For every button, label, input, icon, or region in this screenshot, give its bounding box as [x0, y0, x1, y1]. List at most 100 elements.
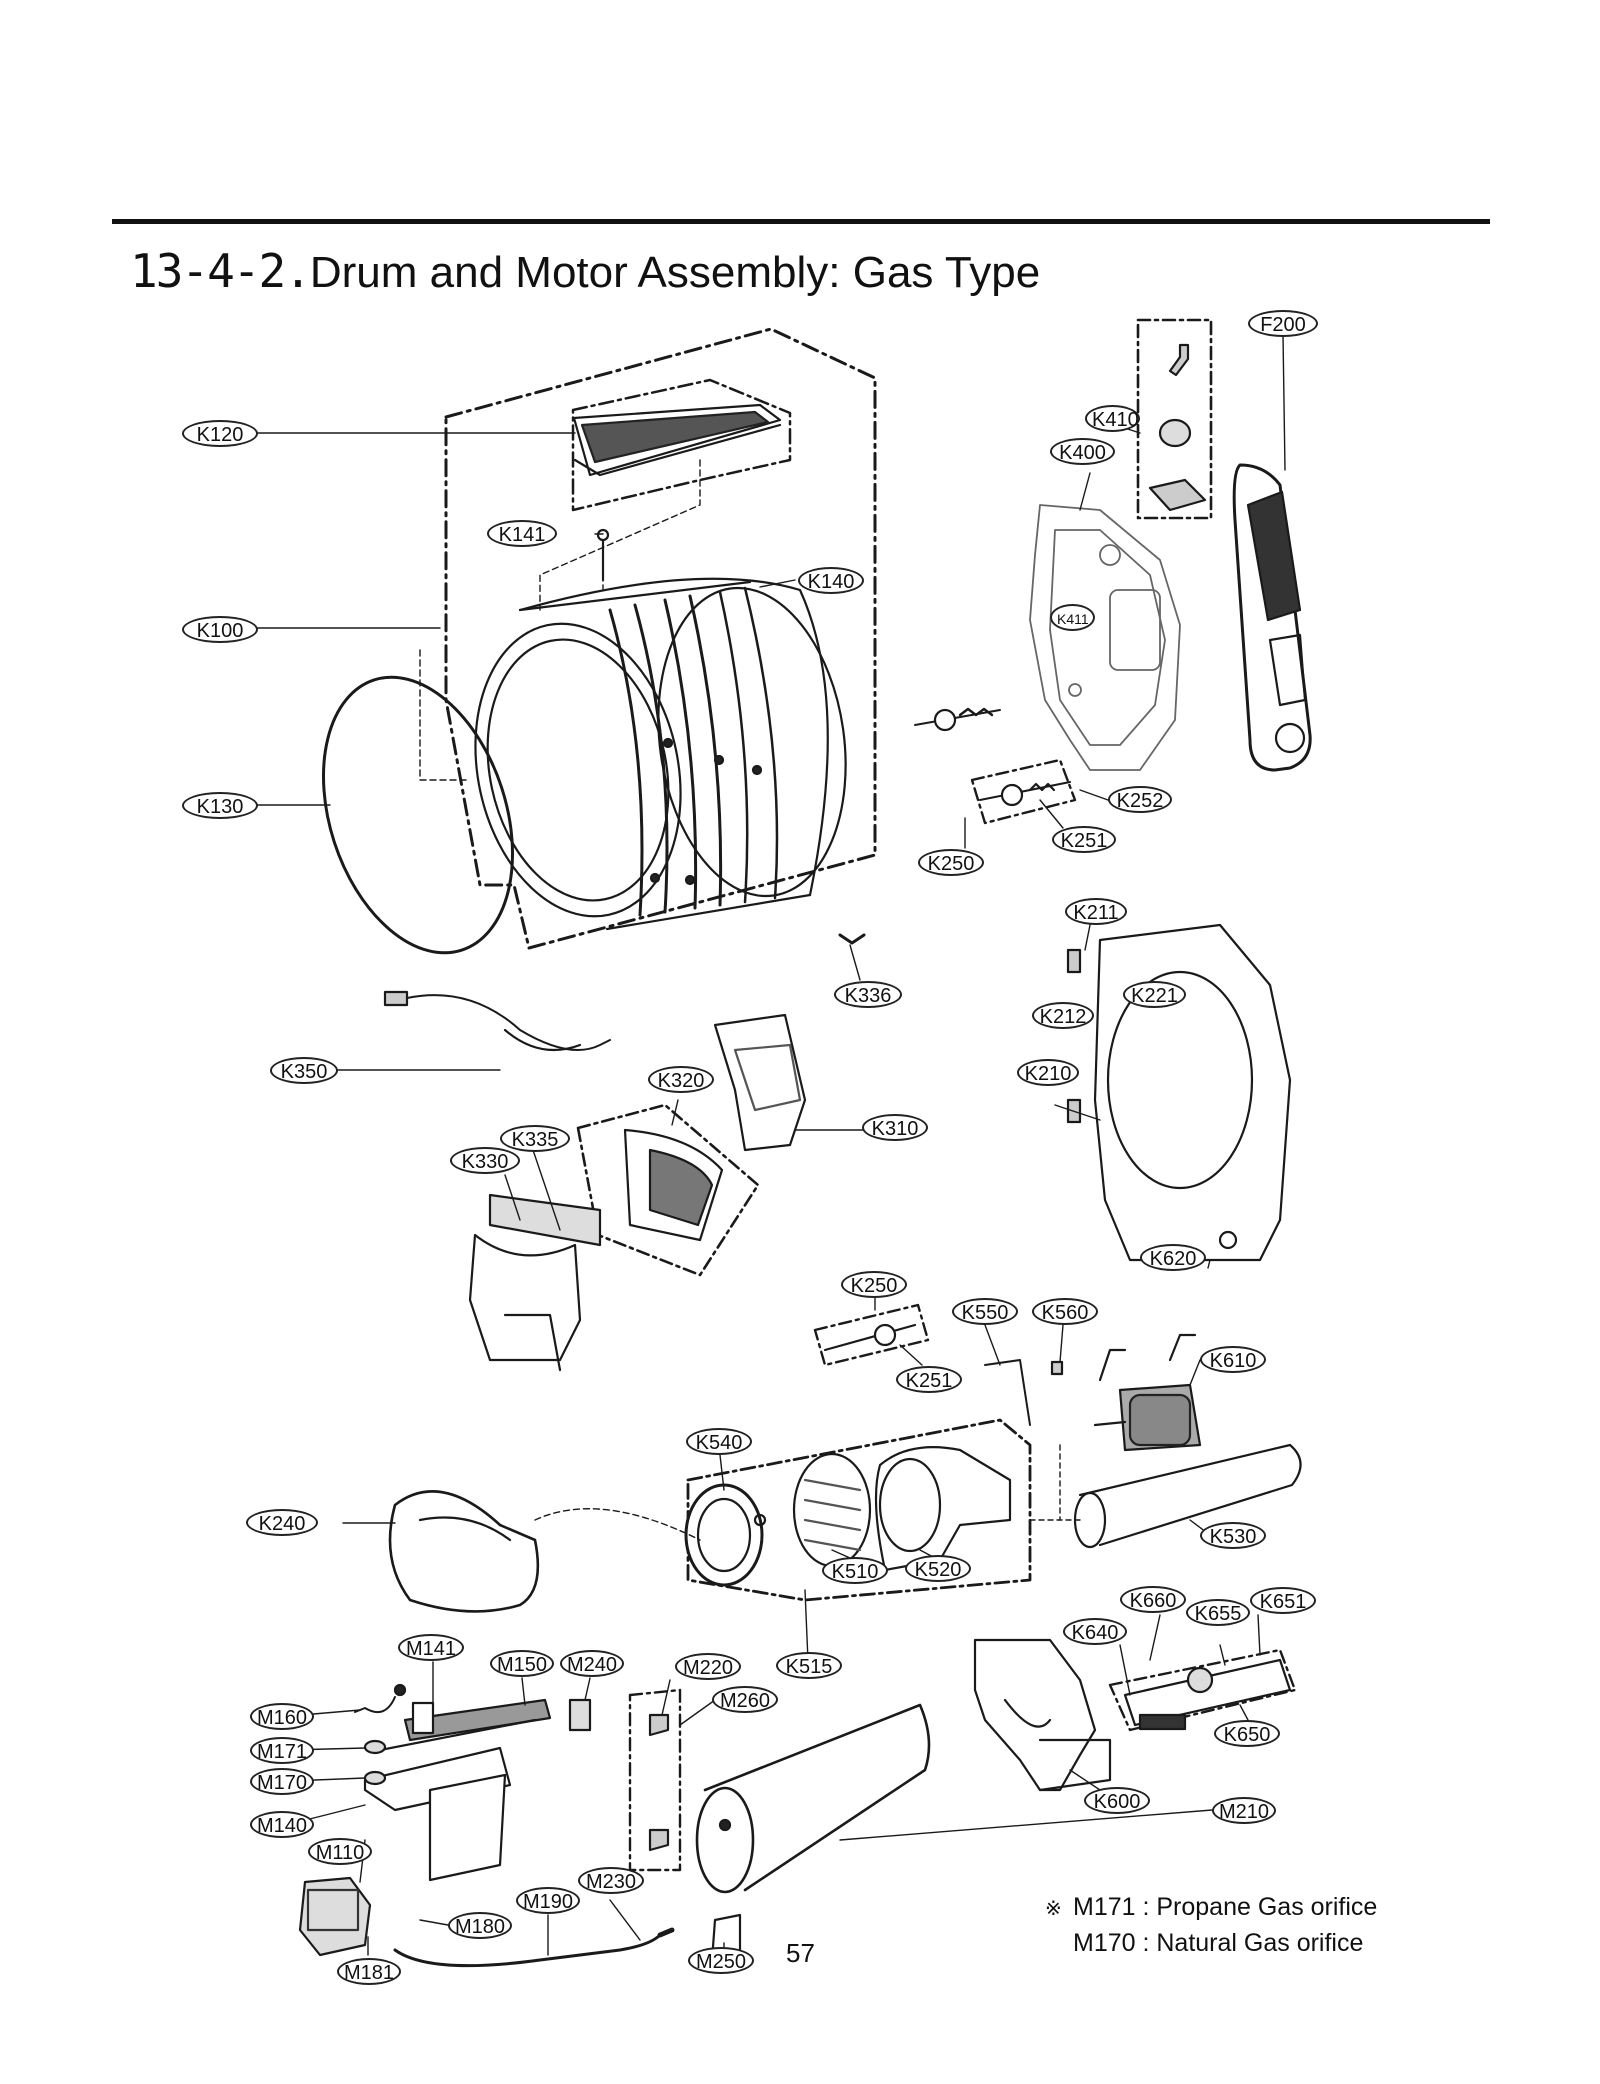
sensor-wire-part [354, 1683, 407, 1714]
callout-M160: M160 [250, 1703, 314, 1730]
callout-K212: K212 [1032, 1002, 1094, 1029]
filter-part [623, 1128, 724, 1242]
section-heading: Drum and Motor Assembly: Gas Type [309, 248, 1041, 297]
callout-M250: M250 [688, 1947, 754, 1974]
callout-K120: K120 [182, 420, 258, 447]
blower-parts [684, 1446, 1012, 1587]
callout-K310: K310 [862, 1114, 928, 1141]
callout-K560: K560 [1032, 1298, 1098, 1325]
callout-K141: K141 [487, 520, 557, 547]
burner-tube-part [363, 1698, 552, 1882]
burner-box-part [1123, 1658, 1292, 1731]
blower-group-boundary [686, 1418, 1032, 1602]
orifice-parts [363, 1739, 387, 1786]
callout-K320: K320 [648, 1066, 714, 1093]
shaft-assembly-part [914, 707, 1001, 732]
callout-M141: M141 [398, 1634, 464, 1661]
baffle-group-boundary [571, 378, 792, 512]
callout-K655: K655 [1186, 1599, 1250, 1626]
orifice-note: ※ M171 : Propane Gas orifice M170 : Natur… [1045, 1890, 1377, 1960]
callout-K410: K410 [1085, 405, 1140, 432]
callout-K530: K530 [1200, 1522, 1266, 1549]
callout-K130: K130 [182, 792, 258, 819]
callout-K221: K221 [1123, 981, 1186, 1008]
callout-K330: K330 [450, 1147, 520, 1174]
note-line-natural: M170 : Natural Gas orifice [1045, 1926, 1377, 1960]
callout-K550: K550 [952, 1298, 1018, 1325]
callout-F200: F200 [1248, 310, 1318, 337]
filter-housing-part [468, 1193, 602, 1372]
callout-M181: M181 [337, 1958, 401, 1985]
callout-K660: K660 [1120, 1586, 1186, 1613]
igniter-part [568, 1698, 592, 1732]
callout-M260: M260 [712, 1686, 778, 1713]
note-text-natural: M170 : Natural Gas orifice [1073, 1929, 1364, 1957]
callout-M180: M180 [448, 1912, 512, 1939]
gas-line-part [393, 1927, 675, 1968]
callout-M230: M230 [578, 1867, 644, 1894]
bearing-group-upper-boundary [970, 758, 1077, 825]
exhaust-duct-part [1073, 1443, 1302, 1549]
front-bulkhead-part [1066, 923, 1292, 1262]
callout-K651: K651 [1250, 1587, 1316, 1614]
callout-K252: K252 [1108, 786, 1172, 813]
bracket-group-boundary [1136, 318, 1213, 520]
lint-duct-part [713, 1013, 807, 1152]
note-mark: ※ [1045, 1898, 1062, 1920]
section-number: 13-4-2. [130, 244, 312, 298]
drum-group-boundary [444, 327, 877, 950]
callout-K250-upper: K250 [918, 849, 984, 876]
callout-K335: K335 [500, 1125, 570, 1152]
callout-M170: M170 [250, 1768, 314, 1795]
callout-K210: K210 [1017, 1059, 1079, 1086]
callout-M240: M240 [560, 1650, 624, 1677]
callout-K640: K640 [1063, 1618, 1127, 1645]
drum-part [474, 577, 847, 931]
callout-M140: M140 [250, 1811, 314, 1838]
callout-M220: M220 [675, 1653, 741, 1680]
page-number: 57 [786, 1938, 815, 1968]
bearing-lower-part [823, 1323, 917, 1352]
bearing-upper-part [979, 781, 1071, 807]
callout-K100: K100 [182, 616, 258, 643]
bearing-group-lower-boundary [813, 1303, 930, 1367]
igniter-brackets-part [648, 1713, 670, 1852]
callout-K336: K336 [834, 981, 902, 1008]
sensor-part [838, 933, 866, 945]
note-line-propane: ※ M171 : Propane Gas orifice [1045, 1890, 1377, 1926]
callout-K251-lower: K251 [896, 1366, 962, 1393]
callout-M190: M190 [516, 1887, 580, 1914]
flame-sensor-part [411, 1701, 435, 1735]
callout-K240: K240 [246, 1509, 318, 1536]
callout-K140: K140 [798, 567, 864, 594]
callout-M210: M210 [1212, 1797, 1276, 1824]
filter-group-boundary [576, 1103, 760, 1277]
thermostat-part [1050, 1360, 1064, 1376]
burner-box-group-boundary [1108, 1648, 1297, 1732]
igniter-group-boundary [628, 1688, 682, 1872]
callout-K515: K515 [776, 1652, 842, 1679]
rear-bulkhead-part [1029, 504, 1181, 771]
callout-K400: K400 [1050, 438, 1115, 465]
callout-K211: K211 [1065, 898, 1127, 925]
motor-part [1093, 1333, 1202, 1452]
callout-K540: K540 [686, 1428, 752, 1455]
callout-K250-lower: K250 [841, 1271, 907, 1298]
note-text-propane: M171 : Propane Gas orifice [1073, 1893, 1378, 1921]
callout-K510: K510 [822, 1557, 888, 1584]
bracket-parts [1148, 343, 1207, 512]
section-title: 13-4-2.Drum and Motor Assembly: Gas Type [130, 244, 1040, 298]
callout-M150: M150 [490, 1650, 554, 1677]
callout-M171: M171 [250, 1737, 314, 1764]
callout-K650: K650 [1214, 1720, 1280, 1747]
cover-part [388, 1490, 540, 1613]
callout-K520: K520 [905, 1555, 971, 1582]
callout-K350: K350 [270, 1057, 338, 1084]
callout-K620: K620 [1140, 1244, 1206, 1271]
switch-part [984, 1359, 1031, 1426]
base-bracket-part [973, 1638, 1112, 1792]
callout-K600: K600 [1084, 1787, 1150, 1814]
baffle-part [572, 403, 782, 477]
